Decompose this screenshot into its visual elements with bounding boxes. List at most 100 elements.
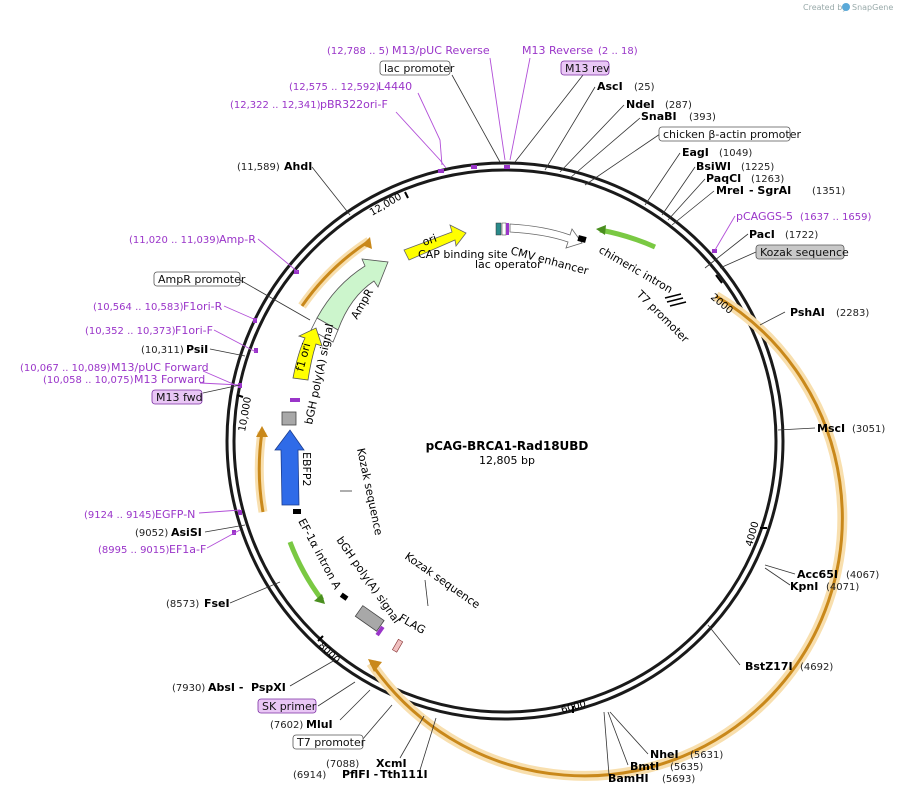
ampr-feature [316, 258, 389, 331]
actin-promoter-marker [577, 235, 587, 243]
primer-label-m13puc-reverse[interactable]: M13/pUC Reverse [392, 44, 490, 57]
site-nhei[interactable]: NheI [650, 748, 679, 761]
primer-label-pbr322ori[interactable]: pBR322ori-F [320, 98, 388, 111]
site-snabi[interactable]: SnaBI [641, 110, 677, 123]
feature-t7-promoter: T7 promoter [633, 287, 692, 346]
kozak-marker-lower [339, 592, 349, 601]
feature-cap-binding: CAP binding site [418, 248, 508, 261]
site-asci[interactable]: AscI [597, 80, 623, 93]
primer-label-ampr[interactable]: Amp-R [219, 233, 256, 246]
site-bstz17i-pos: (4692) [800, 662, 833, 673]
primer-label-f1orir[interactable]: F1ori-R [183, 300, 223, 313]
site-ndei-pos: (287) [665, 100, 692, 111]
ori-label: ori [421, 232, 439, 249]
site-pspxi[interactable]: PspXI [251, 681, 286, 694]
site-bmti[interactable]: BmtI [630, 760, 659, 773]
lac-promoter-label: lac promoter [384, 62, 455, 75]
site-ahdi[interactable]: AhdI [284, 160, 312, 173]
primer-pos-m13-forward: (10,058 .. 10,075) [43, 375, 134, 386]
bgh-polya-box-lower [354, 605, 385, 637]
site-nhei-pos: (5631) [690, 750, 723, 761]
plasmid-backbone [225, 161, 785, 721]
site-kpni[interactable]: KpnI [790, 580, 818, 593]
tick-label-6000: 6000 [560, 699, 587, 716]
site-tth111i[interactable]: Tth111I [380, 768, 428, 781]
cds-arc-large [366, 291, 848, 781]
primer-label-m13-forward[interactable]: M13 Forward [134, 373, 205, 386]
feature-ef1a-intron: EF-1α intron A [295, 516, 343, 592]
ef1a-intron-arc [287, 541, 325, 604]
site-fsei[interactable]: FseI [204, 597, 230, 610]
site-mrei[interactable]: MreI [716, 184, 744, 197]
site-xcmi[interactable]: XcmI [376, 757, 407, 770]
m13-rev-box[interactable] [560, 60, 610, 76]
site-paqci[interactable]: PaqCI [706, 172, 741, 185]
ori-feature [403, 224, 467, 261]
site-snabi-pos: (393) [689, 112, 716, 123]
site-paqci-pos: (1263) [751, 174, 784, 185]
lac-operator-marker [495, 222, 509, 236]
lac-promoter-box[interactable] [379, 60, 451, 76]
site-paci-pos: (1722) [785, 230, 818, 241]
primer-label-egfpn[interactable]: EGFP-N [155, 508, 195, 521]
site-fsei-pos: (8573) [166, 599, 199, 610]
primer-label-l4440[interactable]: L4440 [378, 80, 412, 93]
feature-ebfp2: EBFP2 [300, 452, 313, 486]
site-msci[interactable]: MscI [817, 422, 845, 435]
flag-marker [391, 638, 404, 653]
site-tth111i-pos: (6914) [293, 770, 326, 781]
primer-label-f1orif[interactable]: F1ori-F [175, 324, 213, 337]
site-bsiwi[interactable]: BsiWI [696, 160, 731, 173]
chimeric-intron-arc [596, 225, 657, 250]
ampr-promoter-box[interactable] [153, 271, 241, 287]
t7-promoter-box[interactable] [292, 734, 364, 750]
t7-promoter-marker [664, 293, 687, 307]
site-psii-pos: (10,311) [141, 345, 184, 356]
site-bamhi[interactable]: BamHI [608, 772, 649, 785]
site-paci[interactable]: PacI [749, 228, 775, 241]
site-ndei[interactable]: NdeI [626, 98, 655, 111]
primer-label-ef1af[interactable]: EF1a-F [169, 543, 206, 556]
site-psii[interactable]: PsiI [186, 343, 208, 356]
t7-promoter-box-label: T7 promoter [296, 736, 366, 749]
watermark-created-by: Created by [803, 3, 847, 12]
bgh-polya-marker-upper [290, 398, 300, 402]
chicken-actin-promoter-box[interactable] [658, 126, 791, 142]
primer-pos-m13-reverse: (2 .. 18) [598, 46, 638, 57]
feature-kozak-lower: Kozak sequence [402, 550, 482, 612]
site-acc65i[interactable]: Acc65I [797, 568, 838, 581]
primer-label-m13-reverse[interactable]: M13 Reverse [522, 44, 593, 57]
site-bstz17i[interactable]: BstZ17I [745, 660, 793, 673]
cmv-enhancer-feature [509, 223, 583, 249]
primer-pos-m13puc-reverse: (12,788 .. 5) [327, 46, 389, 57]
ebfp2-feature [274, 429, 305, 506]
watermark-brand: SnapGene [852, 3, 893, 12]
site-absi[interactable]: AbsI - [208, 681, 243, 694]
site-eagi-pos: (1049) [719, 148, 752, 159]
site-mlui[interactable]: MluI [306, 718, 333, 731]
site-sgrai[interactable]: - SgrAI [749, 184, 791, 197]
primer-pos-egfpn: (9124 .. 9145) [84, 510, 156, 521]
kozak-box-left [281, 411, 297, 426]
feature-kozak-inner: Kozak sequence [354, 447, 385, 537]
primer-pos-l4440: (12,575 .. 12,592) [289, 82, 380, 93]
site-bmti-pos: (5635) [670, 762, 703, 773]
ampr-promoter-label: AmpR promoter [158, 273, 246, 286]
primer-label-pcaggs5[interactable]: pCAGGS-5 [736, 210, 793, 223]
site-pshai[interactable]: PshAI [790, 306, 825, 319]
primer-label-m13puc-forward[interactable]: M13/pUC Forward [111, 361, 209, 374]
tick-label-10000: 10,000 [237, 396, 254, 432]
kozak-sequence-box[interactable] [755, 244, 845, 260]
site-pflfi[interactable]: PflFI - [342, 768, 378, 781]
ebfp2-start-marker [293, 509, 301, 514]
site-eagi[interactable]: EagI [682, 146, 709, 159]
site-asisi[interactable]: AsiSI [171, 526, 202, 539]
primer-pos-m13puc-forward: (10,067 .. 10,089) [20, 363, 111, 374]
feature-flag: FLAG [397, 611, 428, 637]
tick-marks [236, 191, 767, 713]
primer-pos-ef1af: (8995 .. 9015) [98, 545, 170, 556]
primer-pos-ampr: (11,020 .. 11,039) [129, 235, 220, 246]
m13-fwd-box[interactable] [151, 389, 203, 405]
sk-primer-box[interactable] [257, 698, 317, 714]
